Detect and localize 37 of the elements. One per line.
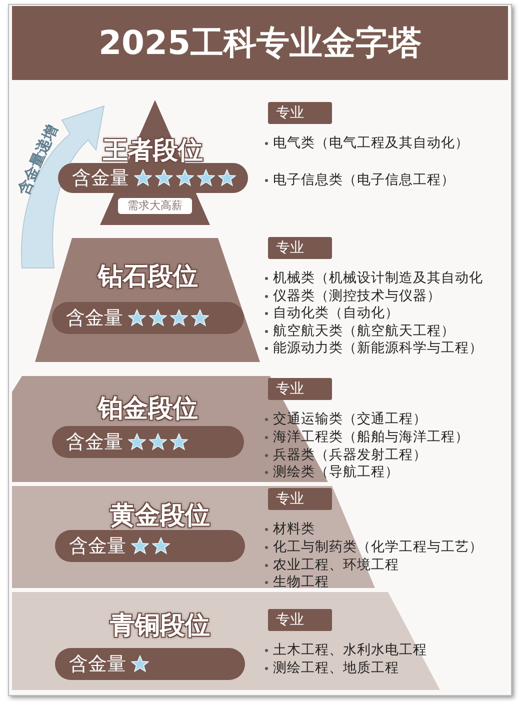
note-box: 需求大高薪 [118,198,192,214]
list-item: 兵器类（兵器发射工程） [273,446,427,464]
rating-label: 含金量 [69,534,126,559]
list-item: 测绘类（导航工程） [273,463,399,482]
list-item: 电气类（电气工程及其自动化） [273,134,469,152]
pyramid-tier [35,238,260,362]
list-item: 土木工程、水利水电工程 [273,641,427,659]
title-banner: 2025工科专业金字塔 [12,6,508,80]
list-item: 仪器类（测控技术与仪器） [273,286,441,304]
rotated-label: 含金量递增 [14,122,62,198]
rating-label: 含金量 [66,430,123,455]
list-item: 材料类 [273,520,315,538]
rating-label: 含金量 [69,652,126,677]
rating-label: 含金量 [66,306,123,331]
list-item: 化工与制药类（化学工程与工艺） [273,538,483,556]
category-tag: 专业 [268,609,332,631]
tier-title: 钻石段位 [98,260,198,292]
list-item: 交通运输类（交通工程） [273,410,427,428]
list-item: 电子信息类（电子信息工程） [273,171,455,189]
rating-label: 含金量 [72,166,129,191]
list-item: 海洋工程类（船舶与海洋工程） [273,428,469,446]
pyramid-tier [12,592,440,690]
list-item: 测绘工程、地质工程 [273,658,399,676]
category-tag: 专业 [268,488,332,510]
category-tag: 专业 [268,378,332,400]
list-item: 农业工程、环境工程 [273,556,399,574]
tier-title: 青铜段位 [110,610,210,642]
list-item: 生物工程 [273,573,329,592]
list-item: 自动化类（自动化） [273,304,399,322]
list-item: 机械类（机械设计制造及其自动化 [273,269,483,287]
list-item: 航空航天类（航空航天工程） [273,322,455,340]
pyramid-tier [12,376,328,482]
tier-title: 铂金段位 [98,392,198,424]
category-tag: 专业 [268,102,332,124]
list-item: 能源动力类（新能源科学与工程） [273,339,483,357]
category-tag: 专业 [268,237,332,259]
tier-title: 黄金段位 [110,500,210,532]
